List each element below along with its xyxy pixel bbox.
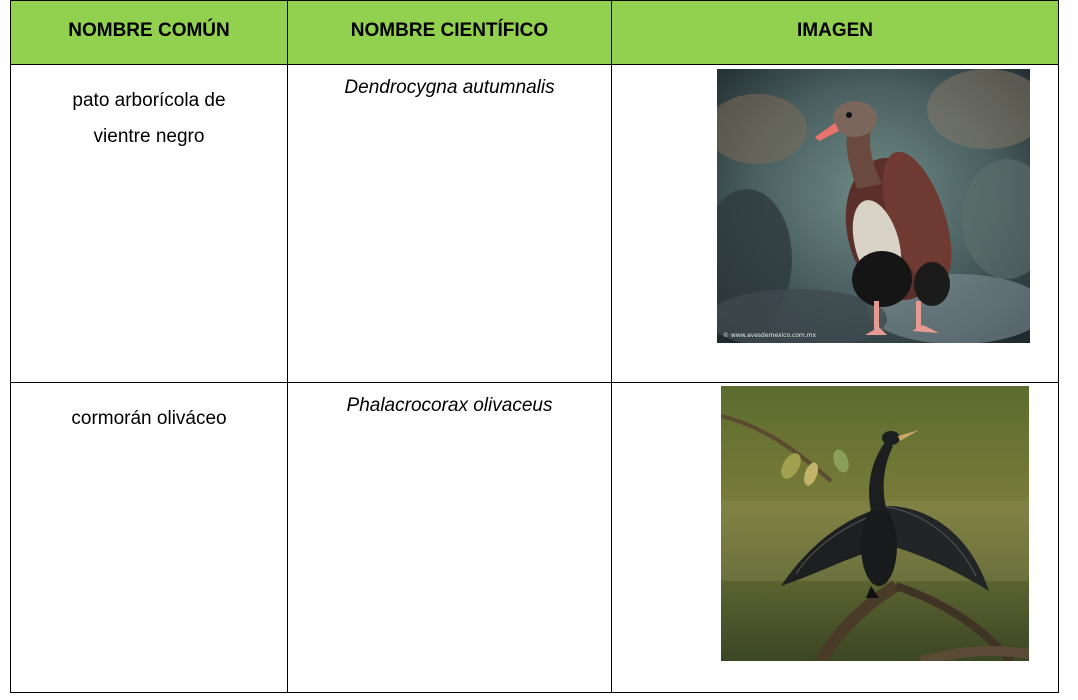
cormorant-photo <box>721 386 1029 661</box>
scientific-name-cell: Phalacrocorax olivaceus <box>287 382 612 693</box>
species-table: NOMBRE COMÚN NOMBRE CIENTÍFICO IMAGEN pa… <box>10 0 1059 693</box>
photo-watermark: © www.avesdemexico.com.mx <box>723 332 817 339</box>
common-name-line: vientre negro <box>93 126 205 147</box>
table-row: cormorán oliváceo Phalacrocorax olivaceu… <box>10 382 1059 693</box>
common-name-line: pato arborícola de <box>72 90 226 111</box>
duck-photo: © www.avesdemexico.com.mx <box>717 69 1030 343</box>
common-name-cell: pato arborícola de vientre negro <box>10 64 288 383</box>
common-name-line: cormorán oliváceo <box>71 408 227 429</box>
scientific-name-cell: Dendrocygna autumnalis <box>287 64 612 383</box>
image-cell <box>611 382 1059 693</box>
common-name-cell: cormorán oliváceo <box>10 382 288 693</box>
header-row: NOMBRE COMÚN NOMBRE CIENTÍFICO IMAGEN <box>10 0 1059 65</box>
image-cell: © www.avesdemexico.com.mx <box>611 64 1059 383</box>
header-image: IMAGEN <box>611 0 1059 65</box>
header-common-name: NOMBRE COMÚN <box>10 0 288 65</box>
header-scientific-name: NOMBRE CIENTÍFICO <box>287 0 612 65</box>
table-row: pato arborícola de vientre negro Dendroc… <box>10 64 1059 383</box>
